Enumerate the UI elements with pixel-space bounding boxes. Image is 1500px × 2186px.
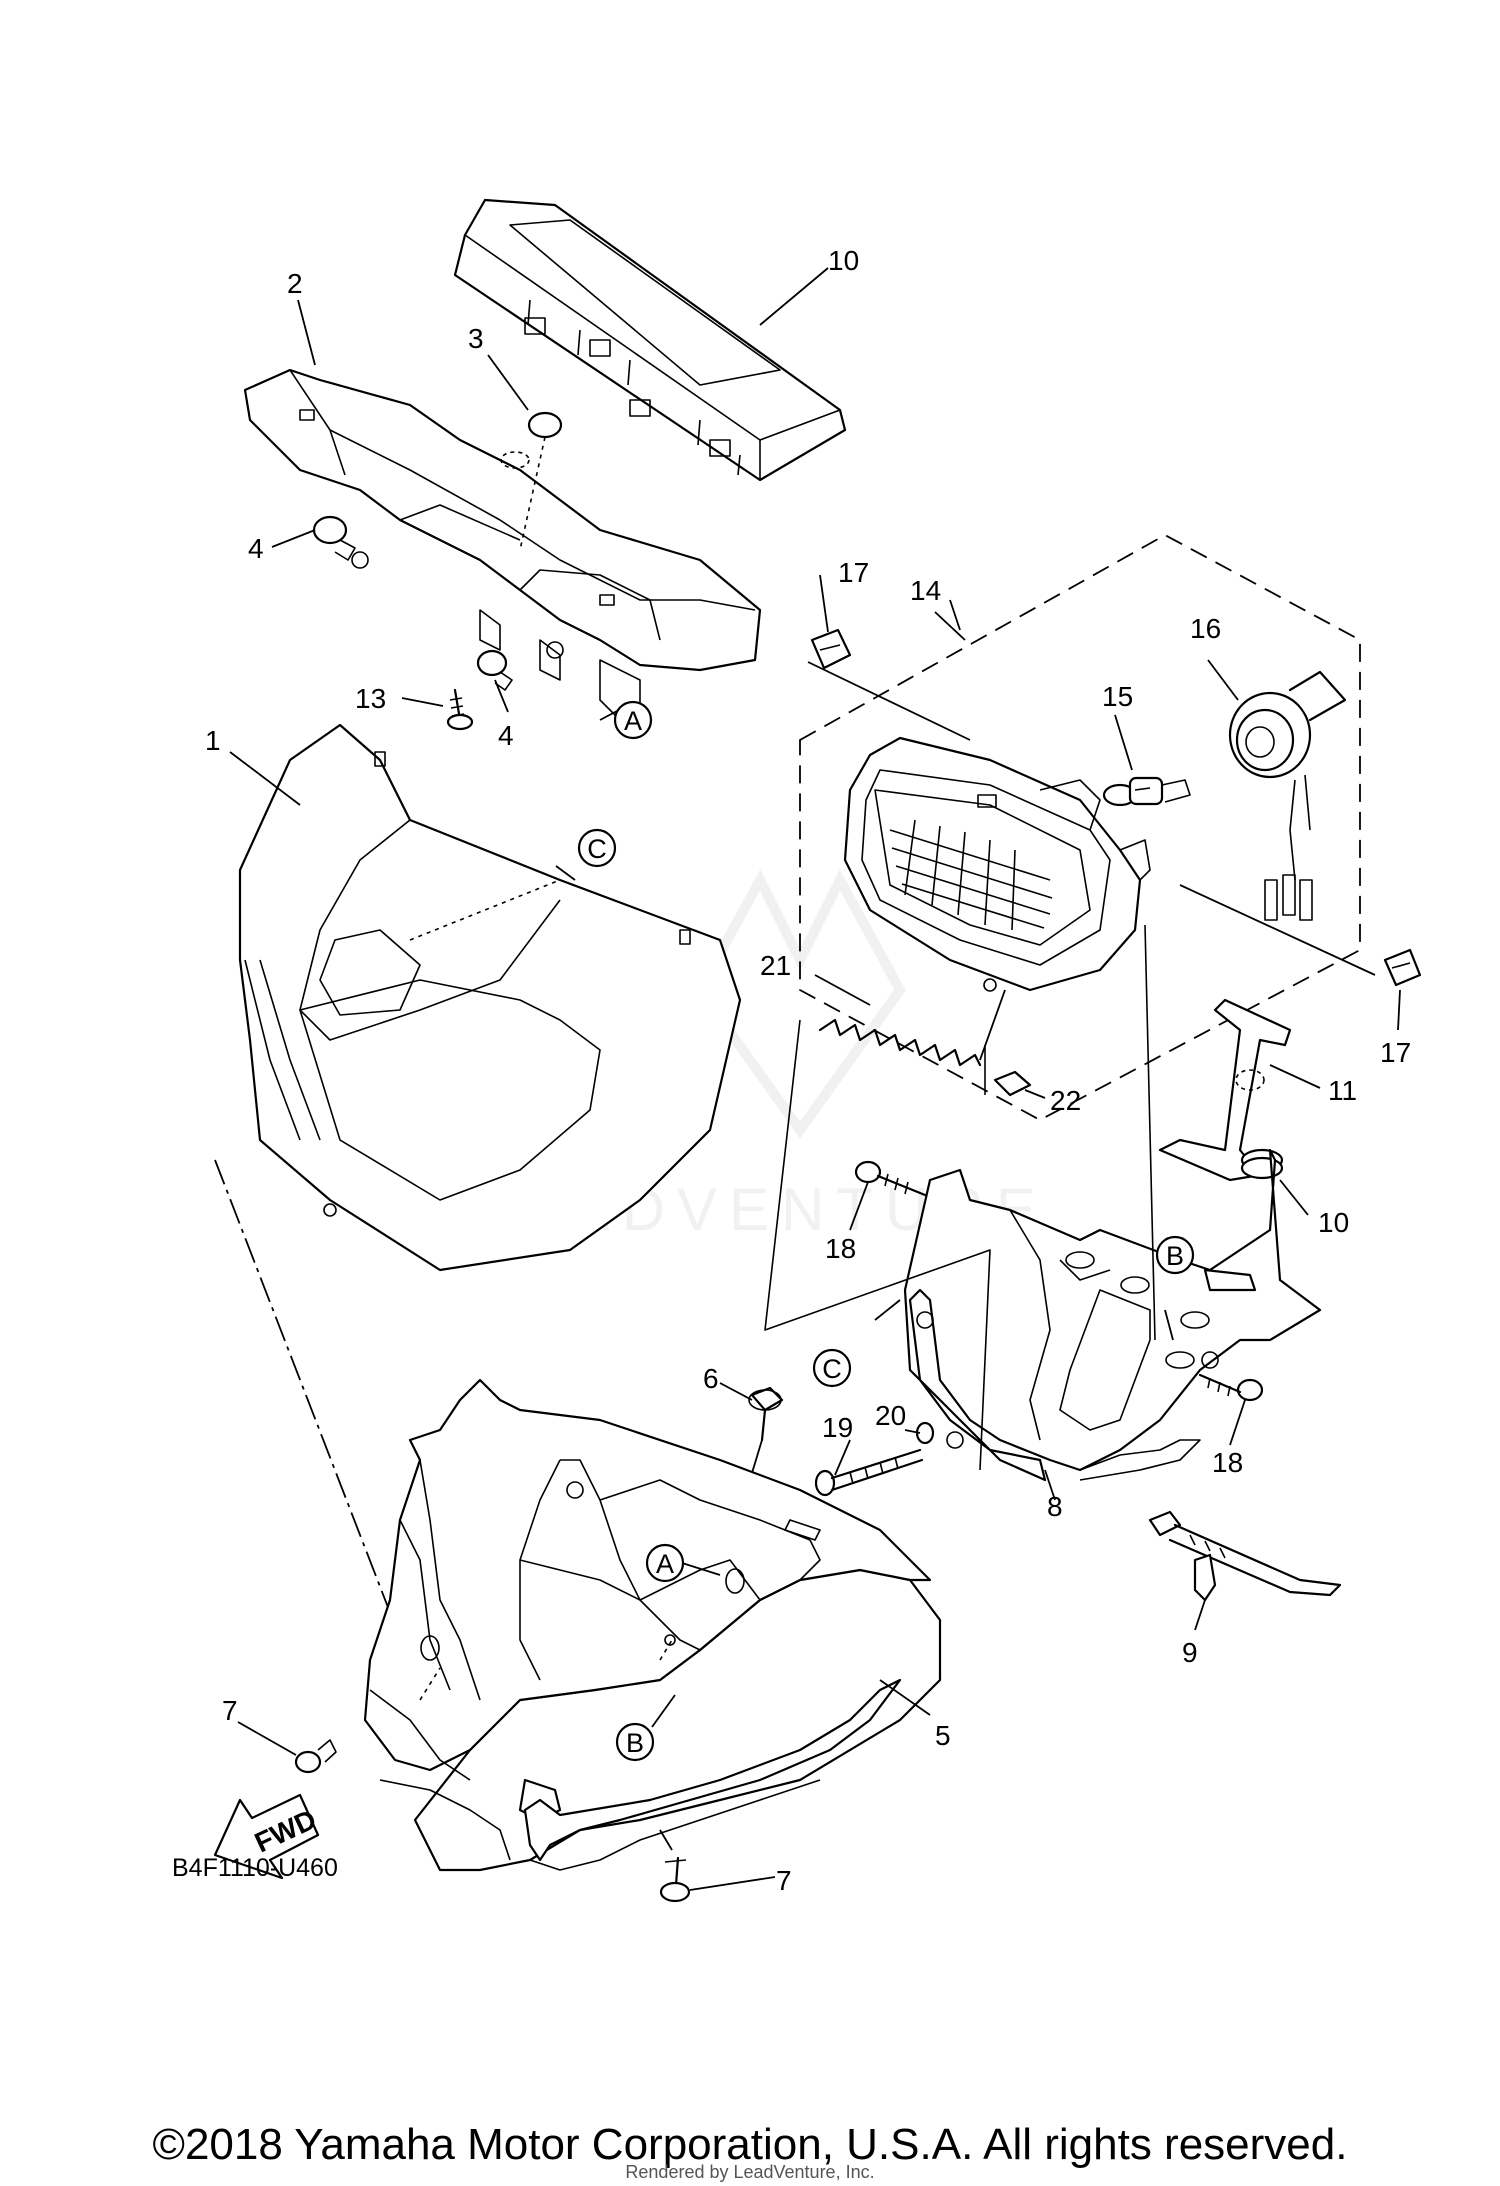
grommet-3[interactable]: [527, 411, 563, 439]
ref-marker-a-lower[interactable]: A: [645, 1543, 685, 1583]
grommet-dotted-guide: [519, 436, 546, 551]
headlight-assembly-boundary: [799, 533, 1361, 1122]
part-label-8[interactable]: 8: [1047, 1491, 1063, 1522]
part-label-7-left[interactable]: 7: [222, 1695, 238, 1726]
part-label-12[interactable]: 10: [828, 245, 859, 276]
bottom-rivet-guide: [659, 1829, 673, 1851]
fwd-arrow: FWD: [213, 1793, 321, 1880]
copyright-notice: ©2018 Yamaha Motor Corporation, U.S.A. A…: [152, 2120, 1348, 2169]
adjust-spring[interactable]: [818, 1018, 982, 1067]
stay-vertical-guide: [1144, 924, 1156, 1341]
lower-cowl-front-strip[interactable]: [523, 1678, 902, 1862]
screw-13[interactable]: [446, 688, 474, 731]
clip-17-lower[interactable]: [1383, 948, 1422, 987]
part-label-18-lower[interactable]: 18: [1212, 1447, 1243, 1478]
part-label-16[interactable]: 16: [1190, 613, 1221, 644]
part-label-21[interactable]: 21: [760, 950, 791, 981]
part-label-19[interactable]: 19: [822, 1412, 853, 1443]
chain-guide-left: [214, 1159, 421, 1691]
ref-marker-b-upper[interactable]: B: [1155, 1235, 1195, 1275]
diagram-code: B4F1110-U460: [172, 1854, 338, 1882]
part-label-2[interactable]: 2: [287, 268, 303, 299]
meter-cover[interactable]: [243, 368, 762, 721]
part-label-6[interactable]: 6: [703, 1363, 719, 1394]
rendered-by-notice: Rendered by LeadVenture, Inc.: [625, 2162, 875, 2182]
headlight-unit[interactable]: [843, 736, 1151, 992]
svg-text:A: A: [624, 706, 642, 736]
part-label-15[interactable]: 15: [1102, 681, 1133, 712]
bolt-18-upper[interactable]: [854, 1160, 927, 1197]
clip-17-upper[interactable]: [810, 628, 852, 670]
part-label-4-lower[interactable]: 4: [498, 720, 514, 751]
part-label-3[interactable]: 3: [468, 323, 484, 354]
svg-text:B: B: [626, 1728, 644, 1758]
lower-cowl[interactable]: [363, 1378, 942, 1872]
ref-marker-c-lower[interactable]: C: [812, 1348, 852, 1388]
stay-guide-lines: [764, 1019, 991, 1471]
part-labels: 10 2 3 4 4 13 1 17 14 15 16 17 21 22 11 …: [205, 245, 1411, 1896]
bolt-18-lower[interactable]: [1198, 1373, 1264, 1402]
svg-text:C: C: [587, 834, 607, 864]
label-leaders: [229, 267, 1401, 1891]
part-label-9[interactable]: 9: [1182, 1637, 1198, 1668]
ref-marker-c-upper[interactable]: C: [577, 828, 617, 868]
part-label-20[interactable]: 20: [875, 1400, 906, 1431]
part-label-4-upper[interactable]: 4: [248, 533, 264, 564]
bolt-6[interactable]: [748, 1386, 784, 1442]
ref-marker-a-upper[interactable]: A: [613, 700, 653, 740]
a-ref-dotted: [659, 1639, 673, 1661]
part-label-14[interactable]: 14: [910, 575, 941, 606]
part-label-22[interactable]: 22: [1050, 1085, 1081, 1116]
clip-17-upper-guide: [807, 661, 971, 741]
bolt-19[interactable]: [814, 1448, 924, 1497]
cable-tie-9[interactable]: [1148, 1510, 1342, 1602]
rivet-4-lower[interactable]: [476, 649, 513, 691]
part-label-13[interactable]: 13: [355, 683, 386, 714]
headlight-cowl[interactable]: [238, 723, 742, 1272]
part-label-18-upper[interactable]: 18: [825, 1233, 856, 1264]
rivet-4-upper[interactable]: [312, 515, 356, 561]
part-label-17-lower[interactable]: 17: [1380, 1037, 1411, 1068]
headlight-stay-8[interactable]: [903, 1148, 1322, 1482]
ref-marker-b-lower[interactable]: B: [615, 1722, 655, 1762]
part-label-5[interactable]: 5: [935, 1720, 951, 1751]
rivet-7-left[interactable]: [294, 1739, 337, 1774]
part-label-1[interactable]: 1: [205, 725, 221, 756]
svg-text:B: B: [1166, 1241, 1184, 1271]
part-label-7-bottom[interactable]: 7: [776, 1865, 792, 1896]
part-label-17-upper[interactable]: 17: [838, 557, 869, 588]
left-rivet-dotted: [419, 1667, 441, 1701]
headlight-bulb[interactable]: [1102, 776, 1191, 807]
meter-assembly[interactable]: [453, 198, 847, 482]
svg-text:A: A: [656, 1549, 674, 1579]
clip-17-lower-guide: [1179, 884, 1376, 976]
svg-text:C: C: [822, 1354, 842, 1384]
rivet-7-bottom[interactable]: [659, 1856, 691, 1903]
bulb-socket[interactable]: [1228, 670, 1347, 921]
clip-nut-22[interactable]: [993, 1070, 1032, 1097]
part-label-11[interactable]: 11: [1328, 1075, 1357, 1106]
spring-guide: [979, 989, 1006, 1061]
part-label-10[interactable]: 10: [1318, 1207, 1349, 1238]
grommet-10[interactable]: [1240, 1148, 1284, 1180]
reference-markers: A C B C A B: [577, 700, 1195, 1762]
